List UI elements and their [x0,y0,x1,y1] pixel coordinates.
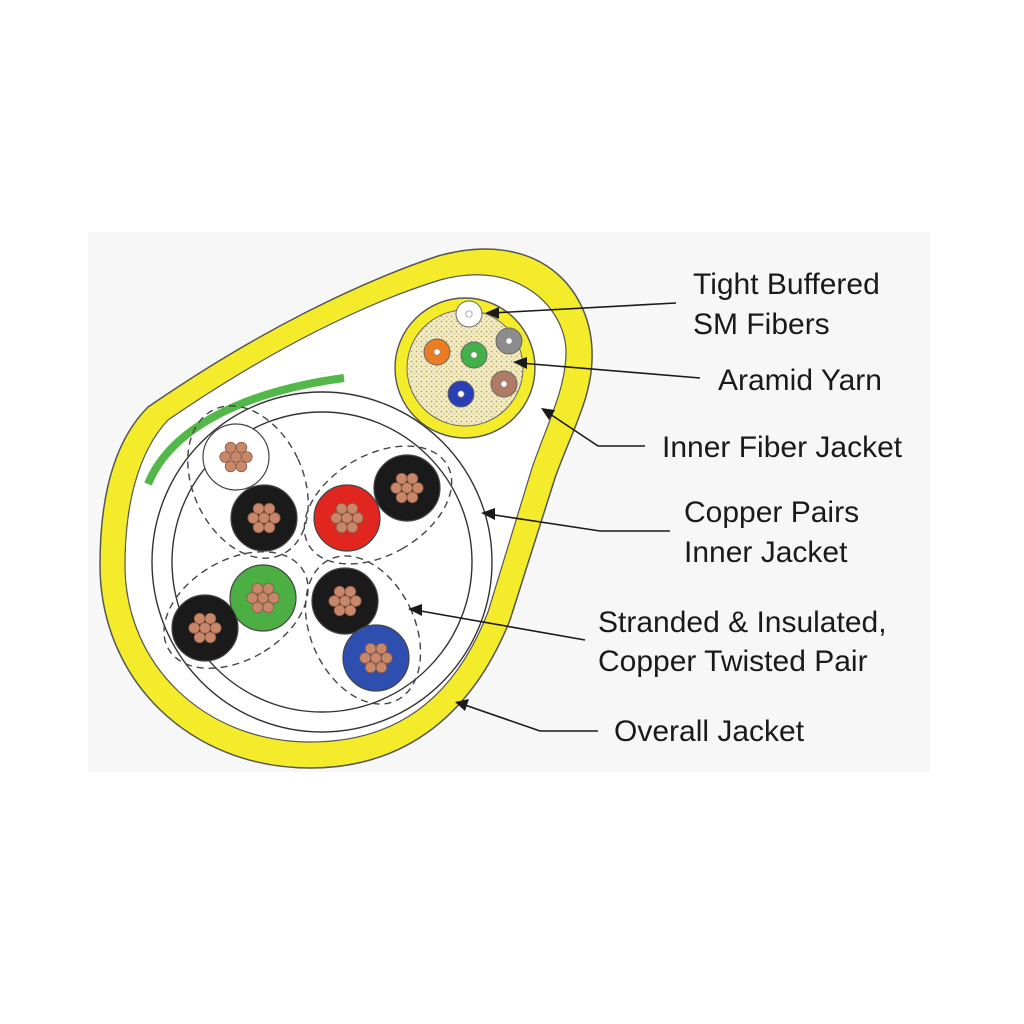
conductor-black-3 [171,594,239,662]
label-tight-buffered: Tight Buffered [693,268,880,301]
conductor-green [229,564,297,632]
conductor-blue [342,624,410,692]
pair-group-1 [187,405,309,559]
conductor-black-1 [230,484,298,552]
label-overall-jacket: Overall Jacket [614,715,805,748]
label-sm-fibers: SM Fibers [693,308,830,341]
conductor-white [202,423,270,491]
fiber-blue [447,380,475,408]
copper-conductors [171,423,441,692]
pair-group-3 [163,551,309,669]
label-inner-jacket: Inner Jacket [684,536,848,569]
conductor-red [313,484,381,552]
fiber-orange [423,338,451,366]
conductor-black-4 [311,567,379,635]
label-copper-pairs: Copper Pairs [684,496,859,529]
pair-group-2 [303,445,453,565]
fiber-gray [495,327,523,355]
tight-buffered-fibers [423,300,523,408]
fiber-brown [490,370,518,398]
pair-group-4 [304,555,422,705]
label-aramid-yarn: Aramid Yarn [718,364,882,397]
label-copper-twisted-pair: Copper Twisted Pair [598,645,868,678]
conductor-black-2 [373,454,441,522]
fiber-white [455,300,483,328]
copper-core-outer-ring [151,391,493,733]
label-stranded-insulated: Stranded & Insulated, [598,606,887,639]
label-inner-fiber-jacket: Inner Fiber Jacket [662,431,903,464]
ripcord [144,374,345,486]
fiber-green [460,341,488,369]
leader-lines [408,302,701,732]
aramid-yarn [406,309,524,427]
